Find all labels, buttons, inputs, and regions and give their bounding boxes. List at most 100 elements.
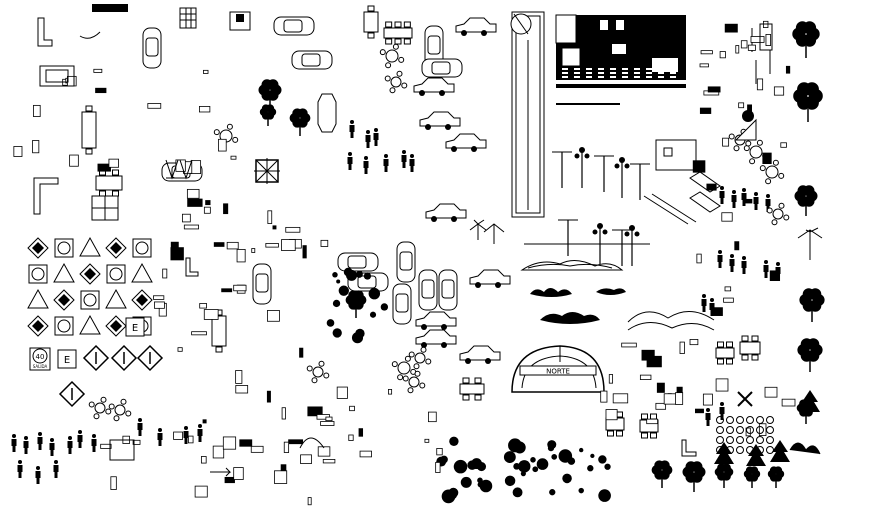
furniture-block-icon: [132, 439, 141, 445]
foliage-icon: [691, 461, 703, 473]
pad-icon: [736, 436, 744, 444]
furniture-block-icon: [715, 378, 729, 392]
car-roof-icon: [301, 53, 321, 67]
person-icon: [753, 192, 759, 210]
head-icon: [364, 156, 368, 160]
north-plan: NORTE: [511, 345, 605, 393]
head-icon: [198, 424, 202, 428]
person-icon: [23, 436, 29, 454]
head-icon: [776, 262, 780, 266]
car-side-body-icon: [445, 133, 487, 149]
shrub-icon: [363, 272, 372, 280]
triangle-sign-icon: [79, 314, 101, 335]
window-pane-icon: [236, 14, 244, 22]
shrub-icon: [604, 463, 611, 470]
chair-icon: [425, 358, 432, 365]
chair-icon: [389, 87, 396, 94]
furniture-block-icon: [359, 450, 372, 458]
furniture-block-icon: [724, 286, 732, 292]
street-lamp-icon: [558, 219, 578, 256]
lamp-head-icon: [592, 229, 598, 235]
furniture-block-icon: [646, 418, 658, 425]
furniture-block-icon: [700, 50, 713, 55]
round-table-icon: [391, 355, 417, 381]
furniture-block-icon: [742, 198, 753, 204]
foliage-icon: [721, 463, 731, 473]
stair-icon: [689, 171, 721, 213]
furniture-block-icon: [108, 158, 119, 168]
furniture-block-icon: [281, 407, 286, 420]
car-roof-icon: [395, 293, 409, 313]
body-icon: [53, 465, 59, 478]
round-table-icon: [384, 70, 408, 94]
table-with-chairs-icon: [95, 169, 123, 197]
pad-icon: [716, 416, 724, 424]
street-lamp-icon: [594, 155, 614, 192]
person-icon: [701, 294, 707, 312]
foliage-icon: [803, 21, 817, 35]
person-icon: [49, 438, 55, 456]
car-side-icon: [459, 345, 501, 364]
furniture-block-icon: [186, 188, 200, 199]
car-side-body-icon: [455, 17, 497, 33]
foliage-icon: [266, 104, 275, 113]
sofa-icon: [39, 65, 75, 87]
traffic-sign-icon: [27, 288, 49, 309]
chair-icon: [403, 21, 411, 28]
shrub-icon: [350, 300, 360, 310]
wheel-icon: [461, 30, 467, 36]
lamp-head-icon: [614, 163, 620, 169]
wheel-icon: [431, 216, 437, 222]
shrub-icon: [351, 332, 364, 344]
furniture-block-icon: [762, 152, 772, 165]
tree-icon: [682, 461, 706, 492]
pad-icon: [736, 416, 744, 424]
wheel-icon: [451, 146, 457, 152]
head-icon: [766, 194, 770, 198]
furniture-block-icon: [205, 200, 211, 206]
furniture-block-icon: [212, 445, 225, 459]
car-side-body-icon: [413, 77, 455, 93]
chair-icon: [120, 398, 127, 405]
window-icon: [562, 72, 568, 74]
fountain-icon: [742, 110, 754, 122]
chair-icon: [407, 387, 414, 394]
furniture-block-icon: [428, 411, 437, 423]
person-icon: [137, 418, 143, 436]
car-top-icon: [418, 269, 438, 311]
furniture-block-icon: [325, 416, 333, 422]
chair-icon: [420, 346, 427, 353]
person-icon: [349, 120, 355, 138]
road-edge-icon: [643, 193, 697, 225]
lamp-head-icon: [602, 229, 608, 235]
window-icon: [634, 72, 640, 74]
furniture-block-icon: [781, 398, 796, 407]
cabinet-divider-icon: [92, 196, 118, 220]
furniture-block-icon: [283, 441, 290, 453]
circle-sign-icon: [31, 267, 45, 281]
furniture-block-icon: [187, 435, 194, 444]
furniture-block-icon: [734, 241, 740, 251]
tree-icon: [797, 338, 823, 372]
furniture-block-icon: [267, 310, 280, 322]
chair-icon: [474, 377, 482, 384]
traffic-sign-icon: [54, 238, 74, 258]
chair-icon: [751, 354, 759, 361]
car-side-icon: [413, 77, 455, 96]
door-icon: [759, 23, 773, 51]
chair-icon: [778, 172, 785, 179]
window-block-icon: [179, 7, 197, 29]
furniture-block-icon: [745, 427, 751, 437]
shrub-icon: [530, 457, 536, 463]
window-icon: [574, 72, 580, 74]
pad-icon: [756, 436, 764, 444]
tree-icon: [792, 21, 820, 58]
shrub-icon: [562, 473, 572, 484]
chair-icon: [413, 363, 420, 370]
tree-icon: [793, 82, 823, 122]
chair-icon: [462, 394, 470, 401]
chair-icon: [474, 394, 482, 401]
body-icon: [717, 255, 723, 268]
car-roof-icon: [283, 19, 303, 33]
